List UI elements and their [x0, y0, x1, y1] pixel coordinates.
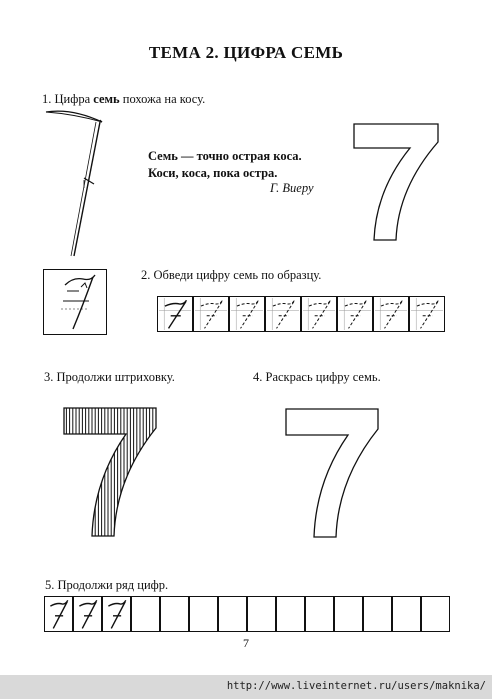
page-number: 7: [243, 636, 249, 650]
dashed-seven: [272, 300, 295, 329]
dashed-seven: [236, 300, 259, 329]
digit-cell[interactable]: [218, 596, 247, 632]
scythe-illustration: [45, 110, 103, 257]
stroke-order-sample: [43, 269, 107, 335]
color-seven-outline[interactable]: [282, 405, 382, 541]
footer-bar: http://www.liveinternet.ru/users/maknika…: [0, 675, 492, 699]
digit-cell[interactable]: [334, 596, 363, 632]
tracing-cell[interactable]: [337, 296, 373, 332]
task-1-bold-word: семь: [93, 92, 120, 106]
tracing-cell[interactable]: [193, 296, 229, 332]
task-4-label: 4. Раскрась цифру семь.: [253, 370, 381, 384]
task-5-label: 5. Продолжи ряд цифр.: [45, 578, 169, 592]
tracing-cell[interactable]: [373, 296, 409, 332]
poem-line-2: Коси, коса, пока остра.: [148, 166, 278, 180]
dashed-seven: [200, 300, 223, 329]
digit-cell[interactable]: [189, 596, 218, 632]
tracing-row[interactable]: [157, 296, 445, 332]
dashed-seven: [344, 300, 367, 329]
written-seven: [50, 599, 69, 629]
poem: Семь — точно острая коса. Коси, коса, по…: [148, 148, 302, 182]
footer-url[interactable]: http://www.liveinternet.ru/users/maknika…: [226, 680, 486, 692]
digit-cell[interactable]: [276, 596, 305, 632]
digit-cell[interactable]: [247, 596, 276, 632]
task-1-prefix: 1. Цифра: [42, 92, 94, 106]
digit-cell[interactable]: [392, 596, 421, 632]
digit-cell[interactable]: [160, 596, 189, 632]
task-3-label: 3. Продолжи штриховку.: [44, 370, 175, 384]
dashed-seven: [380, 300, 403, 329]
written-seven: [79, 599, 98, 629]
poem-author: Г. Виеру: [270, 181, 314, 195]
digit-cell[interactable]: [131, 596, 160, 632]
large-seven-outline: [353, 123, 439, 241]
digit-cell[interactable]: [363, 596, 392, 632]
sample-seven: [164, 299, 188, 329]
digit-cell[interactable]: [73, 596, 102, 632]
tracing-cell[interactable]: [265, 296, 301, 332]
tracing-cell[interactable]: [229, 296, 265, 332]
dashed-seven: [416, 300, 439, 329]
hatched-seven[interactable]: [60, 404, 160, 540]
page-title: ТЕМА 2. ЦИФРА СЕМЬ: [148, 43, 344, 62]
digit-cell[interactable]: [102, 596, 131, 632]
digit-cell[interactable]: [44, 596, 73, 632]
written-seven: [108, 599, 127, 629]
digit-cell[interactable]: [305, 596, 334, 632]
digit-row[interactable]: [44, 596, 450, 632]
digit-cell[interactable]: [421, 596, 450, 632]
task-2-label: 2. Обведи цифру семь по образцу.: [141, 268, 322, 282]
task-1-suffix: похожа на косу.: [119, 92, 206, 106]
tracing-cell[interactable]: [409, 296, 445, 332]
tracing-cell[interactable]: [157, 296, 193, 332]
dashed-seven: [308, 300, 331, 329]
poem-line-1: Семь — точно острая коса.: [148, 149, 302, 163]
task-1-label: 1. Цифра семь похожа на косу.: [42, 92, 205, 107]
tracing-cell[interactable]: [301, 296, 337, 332]
